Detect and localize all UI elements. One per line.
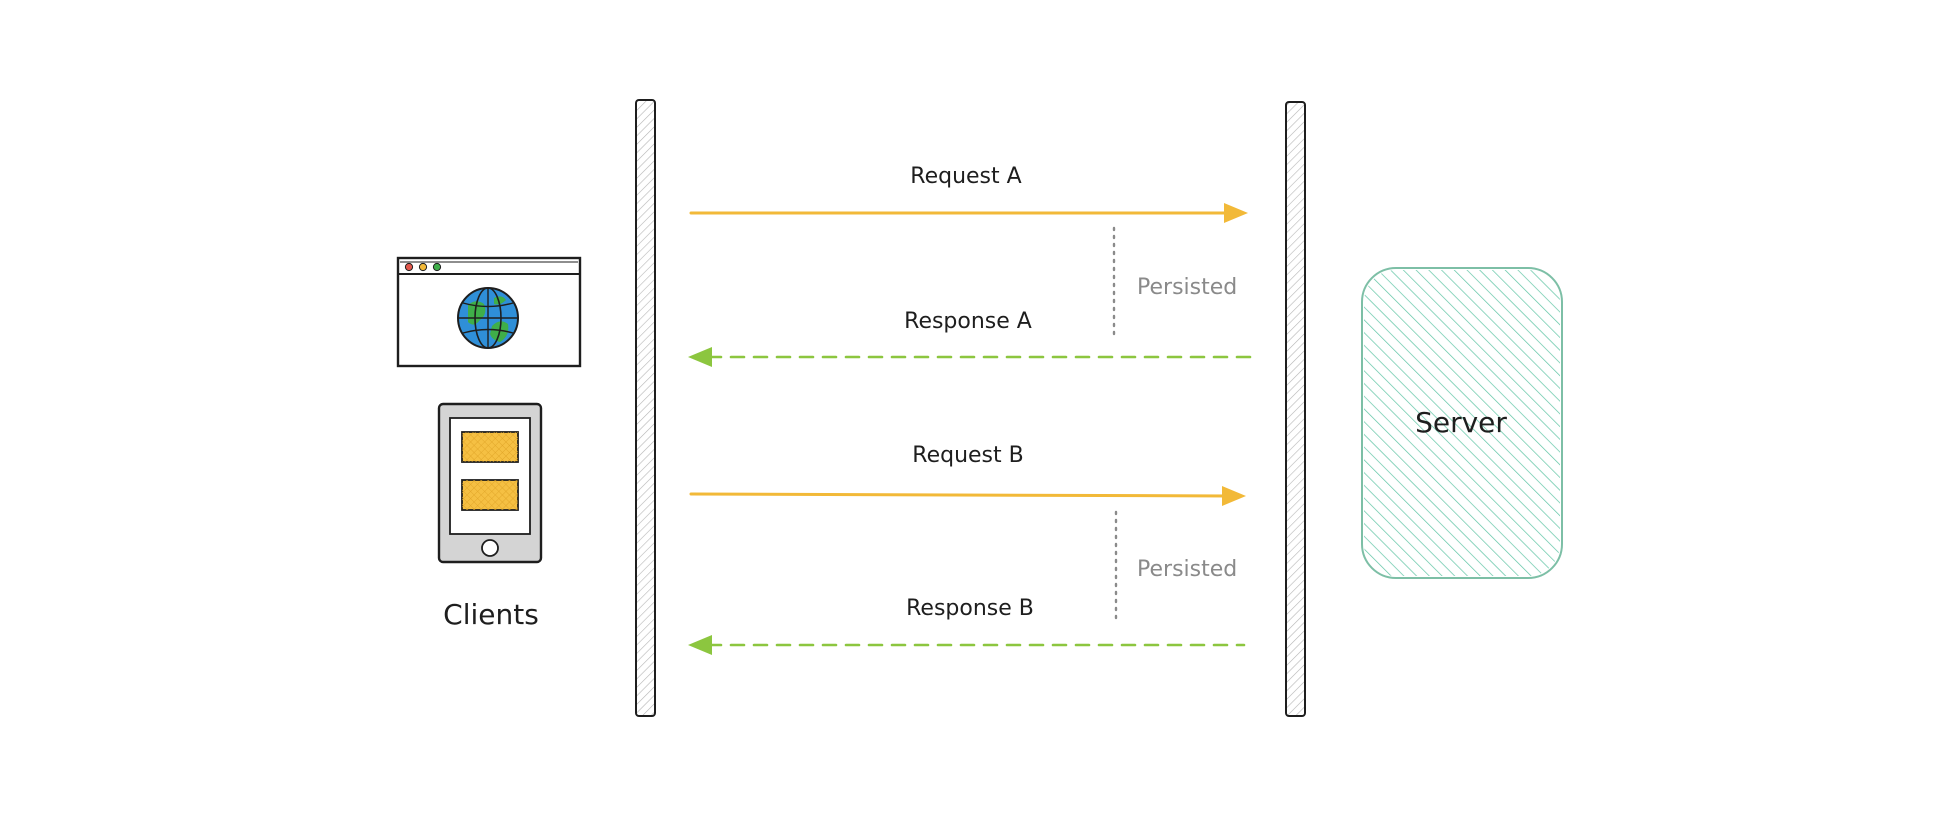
request-a-message: Request A bbox=[689, 164, 1248, 223]
server-label: Server bbox=[1415, 406, 1507, 439]
request-b-message: Request B bbox=[689, 443, 1246, 506]
request-b-label: Request B bbox=[912, 443, 1023, 468]
persisted-a-note: Persisted bbox=[1112, 226, 1237, 342]
response-b-message: Response B bbox=[688, 596, 1246, 655]
persisted-a-label: Persisted bbox=[1137, 275, 1237, 300]
clients-label: Clients bbox=[443, 598, 539, 631]
response-a-arrowhead bbox=[688, 347, 712, 367]
response-a-message: Response A bbox=[688, 309, 1252, 367]
globe-icon bbox=[457, 287, 519, 349]
response-a-label: Response A bbox=[904, 309, 1032, 334]
response-b-arrowhead bbox=[688, 635, 712, 655]
persisted-b-note: Persisted bbox=[1114, 510, 1237, 626]
browser-window-icon bbox=[396, 256, 582, 368]
request-b-arrow-line bbox=[689, 492, 1232, 498]
persisted-b-label: Persisted bbox=[1137, 557, 1237, 582]
client-lifeline bbox=[635, 99, 656, 717]
server-lifeline bbox=[1285, 101, 1306, 717]
request-a-arrowhead bbox=[1224, 203, 1248, 223]
response-b-label: Response B bbox=[906, 596, 1034, 621]
server-node: Server bbox=[1361, 267, 1563, 579]
request-a-label: Request A bbox=[910, 164, 1021, 189]
clients-group: Clients bbox=[396, 256, 582, 631]
request-b-arrowhead bbox=[1222, 486, 1246, 506]
tablet-icon bbox=[437, 402, 543, 564]
